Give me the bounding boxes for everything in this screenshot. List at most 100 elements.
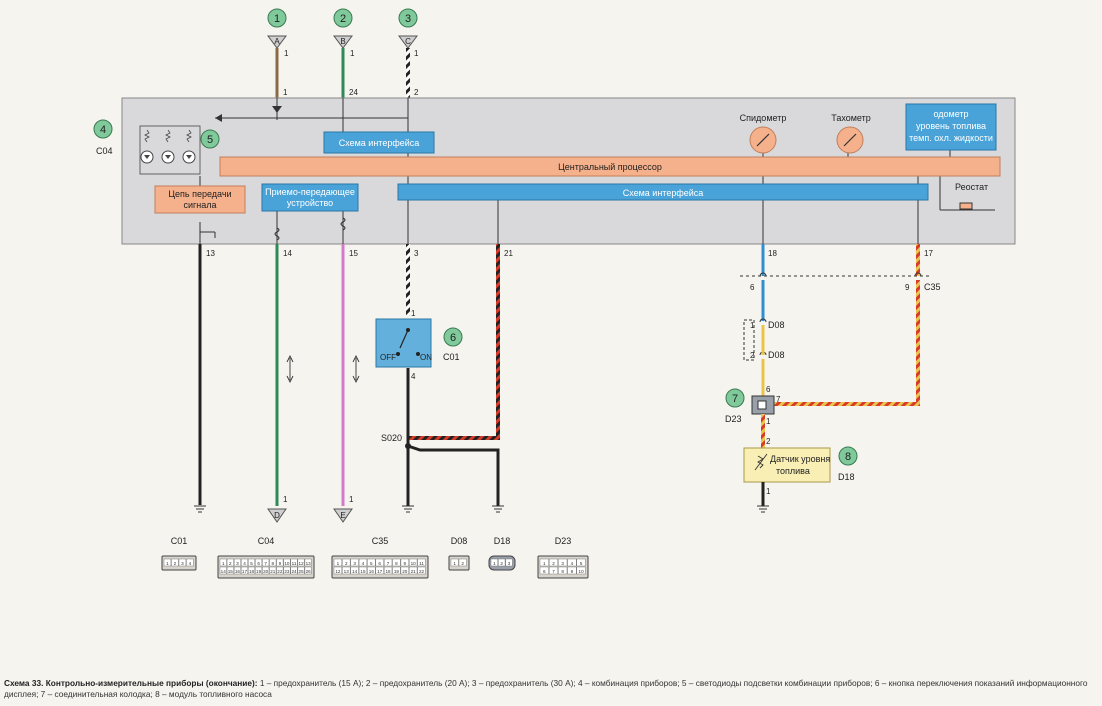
- fuse-2: 2 B 1 24: [333, 8, 358, 97]
- svg-text:4: 4: [100, 124, 106, 136]
- connector-pin-number: 6: [543, 569, 546, 574]
- rheostat-label: Реостат: [955, 182, 988, 192]
- svg-text:1: 1: [414, 49, 419, 58]
- svg-text:24: 24: [349, 88, 358, 97]
- connector-pin-number: 26: [306, 569, 312, 574]
- connector-pin-number: 11: [292, 561, 297, 566]
- connector-pin-number: 20: [402, 569, 408, 574]
- rheostat-icon: [959, 202, 973, 210]
- connector-pin-number: 21: [270, 569, 276, 574]
- svg-text:3: 3: [414, 249, 419, 258]
- svg-text:устройство: устройство: [287, 198, 333, 208]
- caption-text: 1 – предохранитель (15 А); 2 – предохран…: [4, 678, 1088, 699]
- fuse-3: 3 C 1 2: [398, 8, 419, 97]
- connector-pin-number: 4: [571, 561, 574, 566]
- wire-bw-top: [406, 48, 410, 98]
- svg-text:6: 6: [450, 332, 456, 344]
- connector-pin-number: 2: [229, 561, 232, 566]
- connector-pin-number: 1: [543, 561, 546, 566]
- splice-label: S020: [381, 433, 402, 443]
- connector-pin-number: 15: [228, 569, 234, 574]
- diode-icon: [215, 114, 222, 122]
- connector-pin-number: 3: [181, 561, 184, 566]
- sensor-badge: [838, 446, 858, 466]
- cpu-block: [219, 156, 1001, 177]
- connector-pin-number: 1: [493, 561, 496, 566]
- svg-text:Датчик уровня: Датчик уровня: [770, 454, 830, 464]
- svg-text:3: 3: [405, 13, 411, 25]
- connector-pin-number: 2: [345, 561, 348, 566]
- connector-pin-number: 15: [360, 569, 366, 574]
- connector-pin-number: 22: [419, 569, 425, 574]
- connector-pin-number: 21: [411, 569, 417, 574]
- svg-text:Цепь передачи: Цепь передачи: [168, 189, 231, 199]
- wire-br-splice: [408, 436, 498, 440]
- connector-pin-number: 3: [353, 561, 356, 566]
- svg-text:8: 8: [845, 451, 851, 463]
- svg-text:1: 1: [766, 417, 771, 426]
- svg-text:E: E: [340, 511, 345, 520]
- connector-pin-number: 8: [395, 561, 398, 566]
- connector-pin-number: 9: [404, 561, 407, 566]
- svg-text:1: 1: [283, 88, 288, 97]
- instrument-cluster: 4 C04 5: [93, 97, 1016, 258]
- svg-text:одометр: одометр: [933, 109, 968, 119]
- svg-text:ON: ON: [420, 353, 432, 362]
- connector-pin-number: 1: [222, 561, 225, 566]
- connector-pin-number: 20: [263, 569, 269, 574]
- connector-pin-number: 8: [561, 569, 564, 574]
- speedometer-label: Спидометр: [740, 113, 787, 123]
- wire-yr-sensor: [761, 414, 765, 448]
- connector-pin-number: 10: [284, 561, 290, 566]
- connector-pin-number: 7: [552, 569, 555, 574]
- led-badge: [200, 129, 220, 149]
- connector-pin-number: 14: [221, 569, 227, 574]
- bidirectional-arrow-icon: [352, 354, 360, 384]
- svg-text:Приемо-передающее: Приемо-передающее: [265, 187, 355, 197]
- connector-pin-number: 19: [256, 569, 262, 574]
- connector-pin-number: 24: [291, 569, 297, 574]
- bidirectional-arrow-icon: [286, 354, 294, 384]
- svg-text:18: 18: [768, 249, 777, 258]
- svg-text:D18: D18: [838, 472, 855, 482]
- connector-label: D08: [451, 536, 468, 546]
- svg-text:уровень топлива: уровень топлива: [916, 121, 986, 131]
- splice-dot: [405, 443, 411, 449]
- svg-text:2: 2: [340, 13, 346, 25]
- figure-caption: Схема 33. Контрольно-измерительные прибо…: [4, 678, 1098, 700]
- connector-pin-number: 5: [250, 561, 253, 566]
- c35-label: C35: [924, 282, 941, 292]
- svg-text:1: 1: [766, 487, 771, 496]
- svg-text:1: 1: [350, 49, 355, 58]
- svg-text:9: 9: [905, 283, 910, 292]
- connector-pin-number: 2: [552, 561, 555, 566]
- caption-title: Схема 33. Контрольно-измерительные прибо…: [4, 678, 258, 688]
- connector-pin-number: 25: [299, 569, 305, 574]
- svg-text:D08: D08: [768, 350, 785, 360]
- connector-pin-number: 17: [377, 569, 383, 574]
- svg-text:15: 15: [349, 249, 358, 258]
- fuse-1: 1 A 1 1: [267, 8, 289, 97]
- wire-black-ground: [407, 444, 500, 506]
- svg-text:B: B: [340, 37, 345, 46]
- led-backlight-group: [139, 125, 201, 175]
- connector-pin-number: 16: [369, 569, 375, 574]
- svg-text:17: 17: [924, 249, 933, 258]
- cluster-connector: C04: [96, 146, 113, 156]
- svg-text:1: 1: [411, 309, 416, 318]
- connector-pin-number: 12: [335, 569, 341, 574]
- svg-text:2: 2: [750, 351, 755, 360]
- svg-text:1: 1: [283, 495, 288, 504]
- svg-text:1: 1: [349, 495, 354, 504]
- connector-label: D18: [494, 536, 511, 546]
- connector-pin-number: 1: [337, 561, 340, 566]
- signal-circuit-block: [154, 185, 246, 214]
- connector-pin-number: 9: [571, 569, 574, 574]
- connector-pin-number: 3: [236, 561, 239, 566]
- connector-pin-number: 6: [257, 561, 260, 566]
- svg-text:2: 2: [766, 437, 771, 446]
- svg-text:1: 1: [284, 49, 289, 58]
- connector-pin-number: 5: [580, 561, 583, 566]
- svg-text:13: 13: [206, 249, 215, 258]
